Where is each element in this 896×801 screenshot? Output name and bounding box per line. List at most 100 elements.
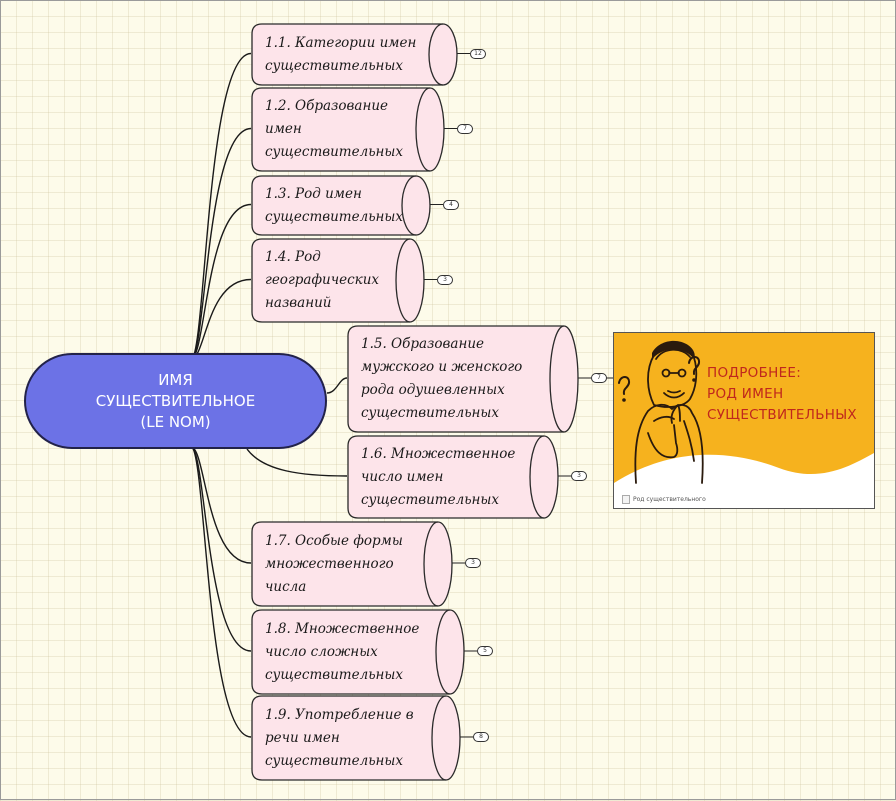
link-card-title-line-3: СУЩЕСТВИТЕЛЬНЫХ (707, 407, 857, 423)
cylinder-edge (435, 609, 451, 695)
topic-label: 1.7. Особые формы множественного числа (265, 521, 403, 607)
topic-label-line: 1.5. Образование (361, 336, 485, 352)
topic-label-line: числа (265, 578, 307, 595)
collapsed-count-badge[interactable]: 3 (437, 274, 453, 285)
topic-node-2[interactable]: 1.2. Образование имен существительных (251, 87, 445, 172)
cylinder-shape (347, 325, 579, 433)
topic-label-line: существительных (361, 405, 500, 421)
central-topic[interactable]: ИМЯ СУЩЕСТВИТЕЛЬНОЕ (LE NOM) (24, 353, 327, 449)
cylinder-edge (401, 175, 417, 236)
topic-label: 1.1. Категории имен существительных (265, 23, 416, 86)
topic-label-line: число сложных (265, 643, 378, 660)
topic-label-line: 1.3. Род имен (265, 185, 362, 202)
branch-connector (190, 52, 252, 360)
topic-label: 1.6. Множественное число имен существитель… (361, 435, 515, 519)
collapsed-count-badge[interactable]: 3 (571, 471, 587, 481)
collapsed-count-badge[interactable]: 4 (443, 199, 459, 210)
branch-connector (190, 446, 252, 738)
topic-label: 1.5. Образование мужского и женского рода … (361, 325, 522, 433)
topic-label-line: мужского и женского (361, 359, 523, 375)
topic-label-line: 1.4. Род (265, 249, 321, 265)
branch-connector (190, 446, 252, 564)
cylinder-shape (251, 87, 445, 172)
topic-label-line: существительных (265, 752, 404, 769)
cylinder-body (251, 238, 425, 323)
topic-node-6[interactable]: 1.6. Множественное число имен существитель… (347, 435, 559, 519)
collapsed-count-badge[interactable]: 8 (473, 732, 489, 742)
topic-label-line: 1.6. Множественное (361, 445, 516, 462)
branch-connector (246, 448, 348, 477)
cylinder-edge (529, 435, 545, 519)
cylinder-body (251, 521, 453, 607)
topic-label-line: рода одушевленных (361, 382, 505, 398)
topic-node-5[interactable]: 1.5. Образование мужского и женского рода … (347, 325, 579, 433)
branch-connector (190, 446, 252, 652)
cylinder-shape (251, 238, 425, 323)
topic-label: 1.8. Множественное число сложных существит… (265, 609, 419, 695)
central-topic-line-1: ИМЯ (158, 370, 193, 389)
topic-node-9[interactable]: 1.9. Употребление в речи имен существитель… (251, 695, 461, 781)
topic-label-line: речи имен (265, 729, 340, 746)
topic-label-line: названий (265, 295, 332, 311)
topic-label-line: существительных (265, 666, 404, 683)
link-card-caption: Род существительного (622, 495, 706, 504)
collapsed-count-badge[interactable]: 7 (457, 123, 473, 134)
cylinder-body (251, 695, 461, 781)
branch-connector (190, 203, 252, 360)
collapsed-count-badge[interactable]: 5 (477, 646, 493, 656)
cylinder-shape (251, 23, 458, 86)
topic-node-8[interactable]: 1.8. Множественное число сложных существит… (251, 609, 465, 695)
topic-node-4[interactable]: 1.4. Род географических названий (251, 238, 425, 323)
thinking-person-illustration (614, 333, 874, 508)
collapsed-count-badge[interactable]: 7 (591, 373, 607, 383)
cylinder-shape (251, 609, 465, 695)
link-card-title-line-1: ПОДРОБНЕЕ: (707, 365, 802, 381)
cylinder-shape (251, 175, 431, 236)
link-card-caption-text: Род существительного (633, 496, 706, 503)
branch-connector (190, 127, 252, 360)
cylinder-body (251, 175, 431, 236)
topic-label-line: множественного (265, 555, 394, 572)
topic-label-line: 1.8. Множественное (265, 620, 420, 637)
cylinder-body (347, 435, 559, 519)
central-topic-line-2: СУЩЕСТВИТЕЛЬНОЕ (95, 391, 256, 410)
collapsed-count-badge[interactable]: 3 (465, 558, 481, 568)
topic-node-7[interactable]: 1.7. Особые формы множественного числа (251, 521, 453, 607)
topic-label: 1.9. Употребление в речи имен существитель… (265, 695, 414, 781)
topic-label-line: 1.2. Образование (265, 98, 389, 114)
cylinder-edge (395, 238, 411, 323)
branch-connector (326, 377, 348, 394)
document-icon (622, 495, 630, 504)
link-card-title: ПОДРОБНЕЕ: РОД ИМЕН СУЩЕСТВИТЕЛЬНЫХ (707, 363, 857, 426)
cylinder-edge (415, 87, 431, 172)
topic-label-line: 1.1. Категории имен (265, 34, 417, 51)
cylinder-edge (431, 695, 447, 781)
topic-label-line: существительных (265, 144, 404, 160)
topic-label-line: существительных (361, 491, 500, 508)
topic-label-line: имен (265, 121, 302, 137)
topic-label-line: число имен (361, 468, 444, 485)
cylinder-edge (549, 325, 565, 433)
topic-label-line: существительных (265, 57, 404, 74)
topic-node-1[interactable]: 1.1. Категории имен существительных (251, 23, 458, 86)
link-card-gender-of-nouns[interactable]: ПОДРОБНЕЕ: РОД ИМЕН СУЩЕСТВИТЕЛЬНЫХ Род … (613, 332, 875, 509)
cylinder-edge (423, 521, 439, 607)
cylinder-edge (428, 23, 444, 86)
topic-label: 1.2. Образование имен существительных (265, 87, 403, 172)
cylinder-body (251, 23, 458, 86)
topic-label-line: географических (265, 272, 380, 288)
topic-label-line: 1.9. Употребление в (265, 706, 414, 723)
cylinder-body (347, 325, 579, 433)
card-white-wave (614, 453, 874, 508)
cylinder-body (251, 609, 465, 695)
cylinder-shape (251, 521, 453, 607)
central-topic-line-3: (LE NOM) (140, 412, 211, 431)
topic-label: 1.4. Род географических названий (265, 238, 379, 323)
cylinder-shape (347, 435, 559, 519)
topic-label-line: 1.7. Особые формы (265, 532, 403, 549)
collapsed-count-badge[interactable]: 12 (470, 48, 486, 59)
